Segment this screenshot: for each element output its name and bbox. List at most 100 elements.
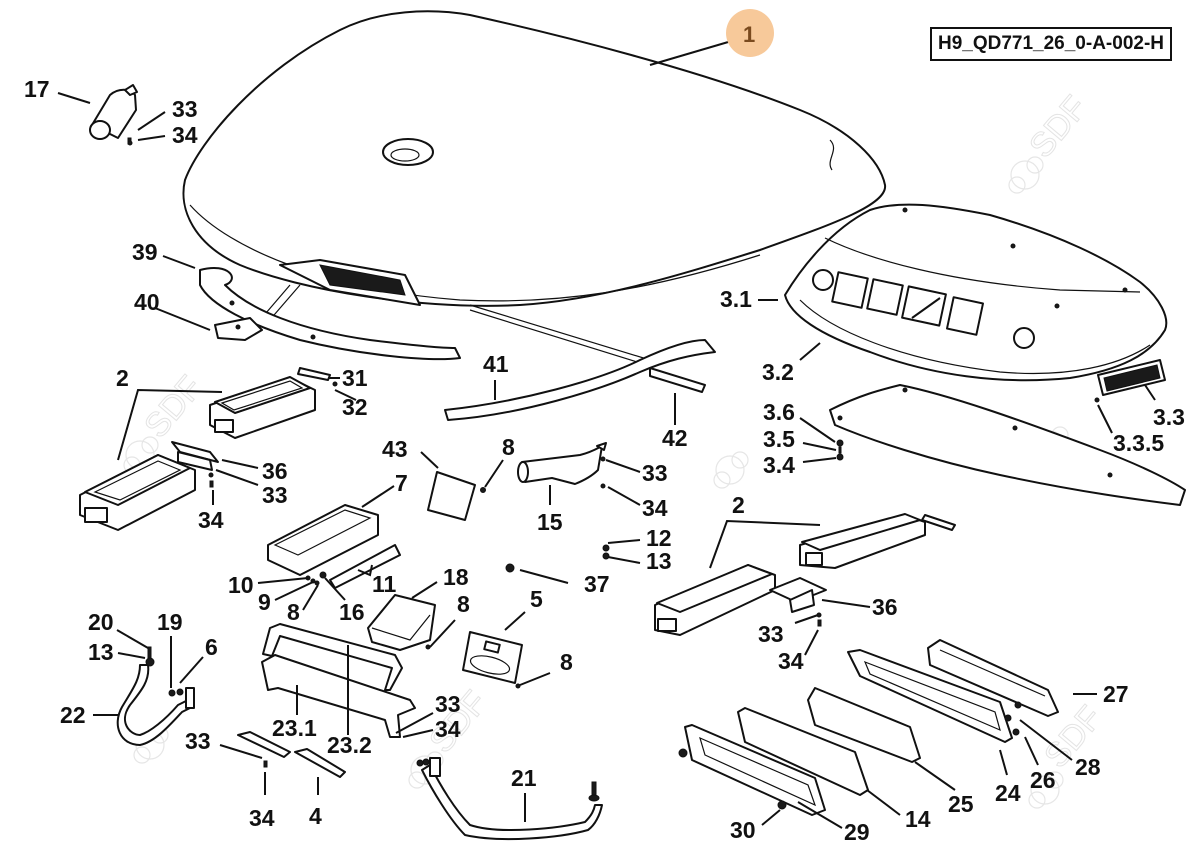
part-roof-shell[interactable] xyxy=(182,10,887,367)
callout-34[interactable]: 34 xyxy=(172,122,198,148)
leader-lines xyxy=(57,39,1156,829)
callout-34[interactable]: 34 xyxy=(778,648,804,674)
callout-3-4[interactable]: 3.4 xyxy=(763,452,795,478)
part-3-roof-cap[interactable] xyxy=(784,203,1168,382)
callout-24[interactable]: 24 xyxy=(995,780,1021,806)
callout-2[interactable]: 2 xyxy=(732,492,745,518)
callout-labels: 17 33 34 39 40 2 31 32 36 33 34 41 42 43… xyxy=(24,76,1185,845)
callout-36[interactable]: 36 xyxy=(262,458,288,484)
callout-17[interactable]: 17 xyxy=(24,76,50,102)
callout-8[interactable]: 8 xyxy=(457,591,470,617)
callout-32[interactable]: 32 xyxy=(342,394,368,420)
callout-37[interactable]: 37 xyxy=(584,571,610,597)
part-2-filter-upper-left[interactable] xyxy=(209,376,316,439)
callout-3-1[interactable]: 3.1 xyxy=(720,286,752,312)
part-5-control-plate[interactable] xyxy=(462,631,523,689)
part-23-2-rail[interactable] xyxy=(262,623,403,691)
callout-25[interactable]: 25 xyxy=(948,791,974,817)
callout-6[interactable]: 6 xyxy=(205,634,218,660)
part-40-bracket[interactable] xyxy=(214,317,263,341)
callout-34[interactable]: 34 xyxy=(435,716,461,742)
callout-21[interactable]: 21 xyxy=(511,765,537,791)
part-22-tube[interactable] xyxy=(116,646,195,746)
callout-28[interactable]: 28 xyxy=(1075,754,1101,780)
part-2-filter-upper-right[interactable] xyxy=(799,513,956,569)
part-36-clip-left[interactable] xyxy=(171,367,331,471)
part-39-seal-strip[interactable] xyxy=(199,267,461,361)
callout-23-2[interactable]: 23.2 xyxy=(327,732,372,758)
callout-5[interactable]: 5 xyxy=(530,586,543,612)
part-36-clip-right[interactable] xyxy=(769,577,827,613)
part-7-duct-housing[interactable] xyxy=(267,504,401,589)
callout-13[interactable]: 13 xyxy=(88,639,114,665)
part-15-hose[interactable] xyxy=(517,442,607,485)
part-2-filter-lower-right[interactable] xyxy=(654,564,776,636)
callout-43[interactable]: 43 xyxy=(382,436,408,462)
callout-10[interactable]: 10 xyxy=(228,572,254,598)
callout-29[interactable]: 29 xyxy=(844,819,870,845)
part-29-louver[interactable] xyxy=(684,724,826,816)
callout-20[interactable]: 20 xyxy=(88,609,114,635)
part-4-pads[interactable] xyxy=(237,731,346,778)
callout-42[interactable]: 42 xyxy=(662,425,688,451)
callout-41[interactable]: 41 xyxy=(483,351,509,377)
callout-2[interactable]: 2 xyxy=(116,365,129,391)
callout-19[interactable]: 19 xyxy=(157,609,183,635)
part-23-1-trim[interactable] xyxy=(261,654,416,738)
callout-16[interactable]: 16 xyxy=(339,599,365,625)
callout-3-3-5[interactable]: 3.3.5 xyxy=(1113,430,1164,456)
part-43-cover-plate[interactable] xyxy=(427,471,486,521)
callout-33[interactable]: 33 xyxy=(642,460,668,486)
callout-40[interactable]: 40 xyxy=(134,289,160,315)
callout-34[interactable]: 34 xyxy=(198,507,224,533)
part-25-filter[interactable] xyxy=(807,687,921,763)
callout-33[interactable]: 33 xyxy=(262,482,288,508)
callout-33[interactable]: 33 xyxy=(172,96,198,122)
callout-3-6[interactable]: 3.6 xyxy=(763,399,795,425)
callout-12[interactable]: 12 xyxy=(646,525,672,551)
callout-30[interactable]: 30 xyxy=(730,817,756,843)
callout-33[interactable]: 33 xyxy=(435,691,461,717)
callout-26[interactable]: 26 xyxy=(1030,767,1056,793)
callout-33[interactable]: 33 xyxy=(758,621,784,647)
callout-7[interactable]: 7 xyxy=(395,470,408,496)
part-27-outlet[interactable] xyxy=(927,639,1059,717)
part-21-tube[interactable] xyxy=(416,757,603,841)
callout-4[interactable]: 4 xyxy=(309,803,322,829)
callout-9[interactable]: 9 xyxy=(258,589,271,615)
part-24-frame[interactable] xyxy=(847,649,1013,743)
part-41-rail[interactable] xyxy=(444,339,716,421)
callout-23-1[interactable]: 23.1 xyxy=(272,715,317,741)
callout-3-5[interactable]: 3.5 xyxy=(763,426,795,452)
watermark-text: SDF xyxy=(137,369,210,446)
callout-27[interactable]: 27 xyxy=(1103,681,1129,707)
callout-34[interactable]: 34 xyxy=(642,495,668,521)
callout-34[interactable]: 34 xyxy=(249,805,275,831)
callout-label: 1 xyxy=(743,22,755,47)
part-42-rail[interactable] xyxy=(649,367,706,393)
part-2-filter-lower-left[interactable] xyxy=(79,454,196,531)
fasteners-right xyxy=(678,612,1022,810)
part-18-duct[interactable] xyxy=(367,594,436,651)
callout-1-highlighted[interactable]: 1 xyxy=(726,9,774,57)
callout-31[interactable]: 31 xyxy=(342,365,368,391)
callout-13[interactable]: 13 xyxy=(646,548,672,574)
callout-3-2[interactable]: 3.2 xyxy=(762,359,794,385)
callout-22[interactable]: 22 xyxy=(60,702,86,728)
callout-8[interactable]: 8 xyxy=(560,649,573,675)
callout-14[interactable]: 14 xyxy=(905,806,931,832)
part-3-headliner-panel[interactable] xyxy=(829,384,1186,506)
reference-code-box: H9_QD771_26_0-A-002-H xyxy=(930,27,1172,61)
part-17-duct-elbow[interactable] xyxy=(89,84,138,145)
callout-18[interactable]: 18 xyxy=(443,564,469,590)
callout-8[interactable]: 8 xyxy=(287,599,300,625)
callout-8[interactable]: 8 xyxy=(502,434,515,460)
part-3-3-vent-grille[interactable] xyxy=(1094,359,1166,403)
callout-3-3[interactable]: 3.3 xyxy=(1153,404,1185,430)
callout-36[interactable]: 36 xyxy=(872,594,898,620)
callout-33[interactable]: 33 xyxy=(185,728,211,754)
callout-15[interactable]: 15 xyxy=(537,509,563,535)
callout-39[interactable]: 39 xyxy=(132,239,158,265)
callout-11[interactable]: 11 xyxy=(372,571,397,597)
